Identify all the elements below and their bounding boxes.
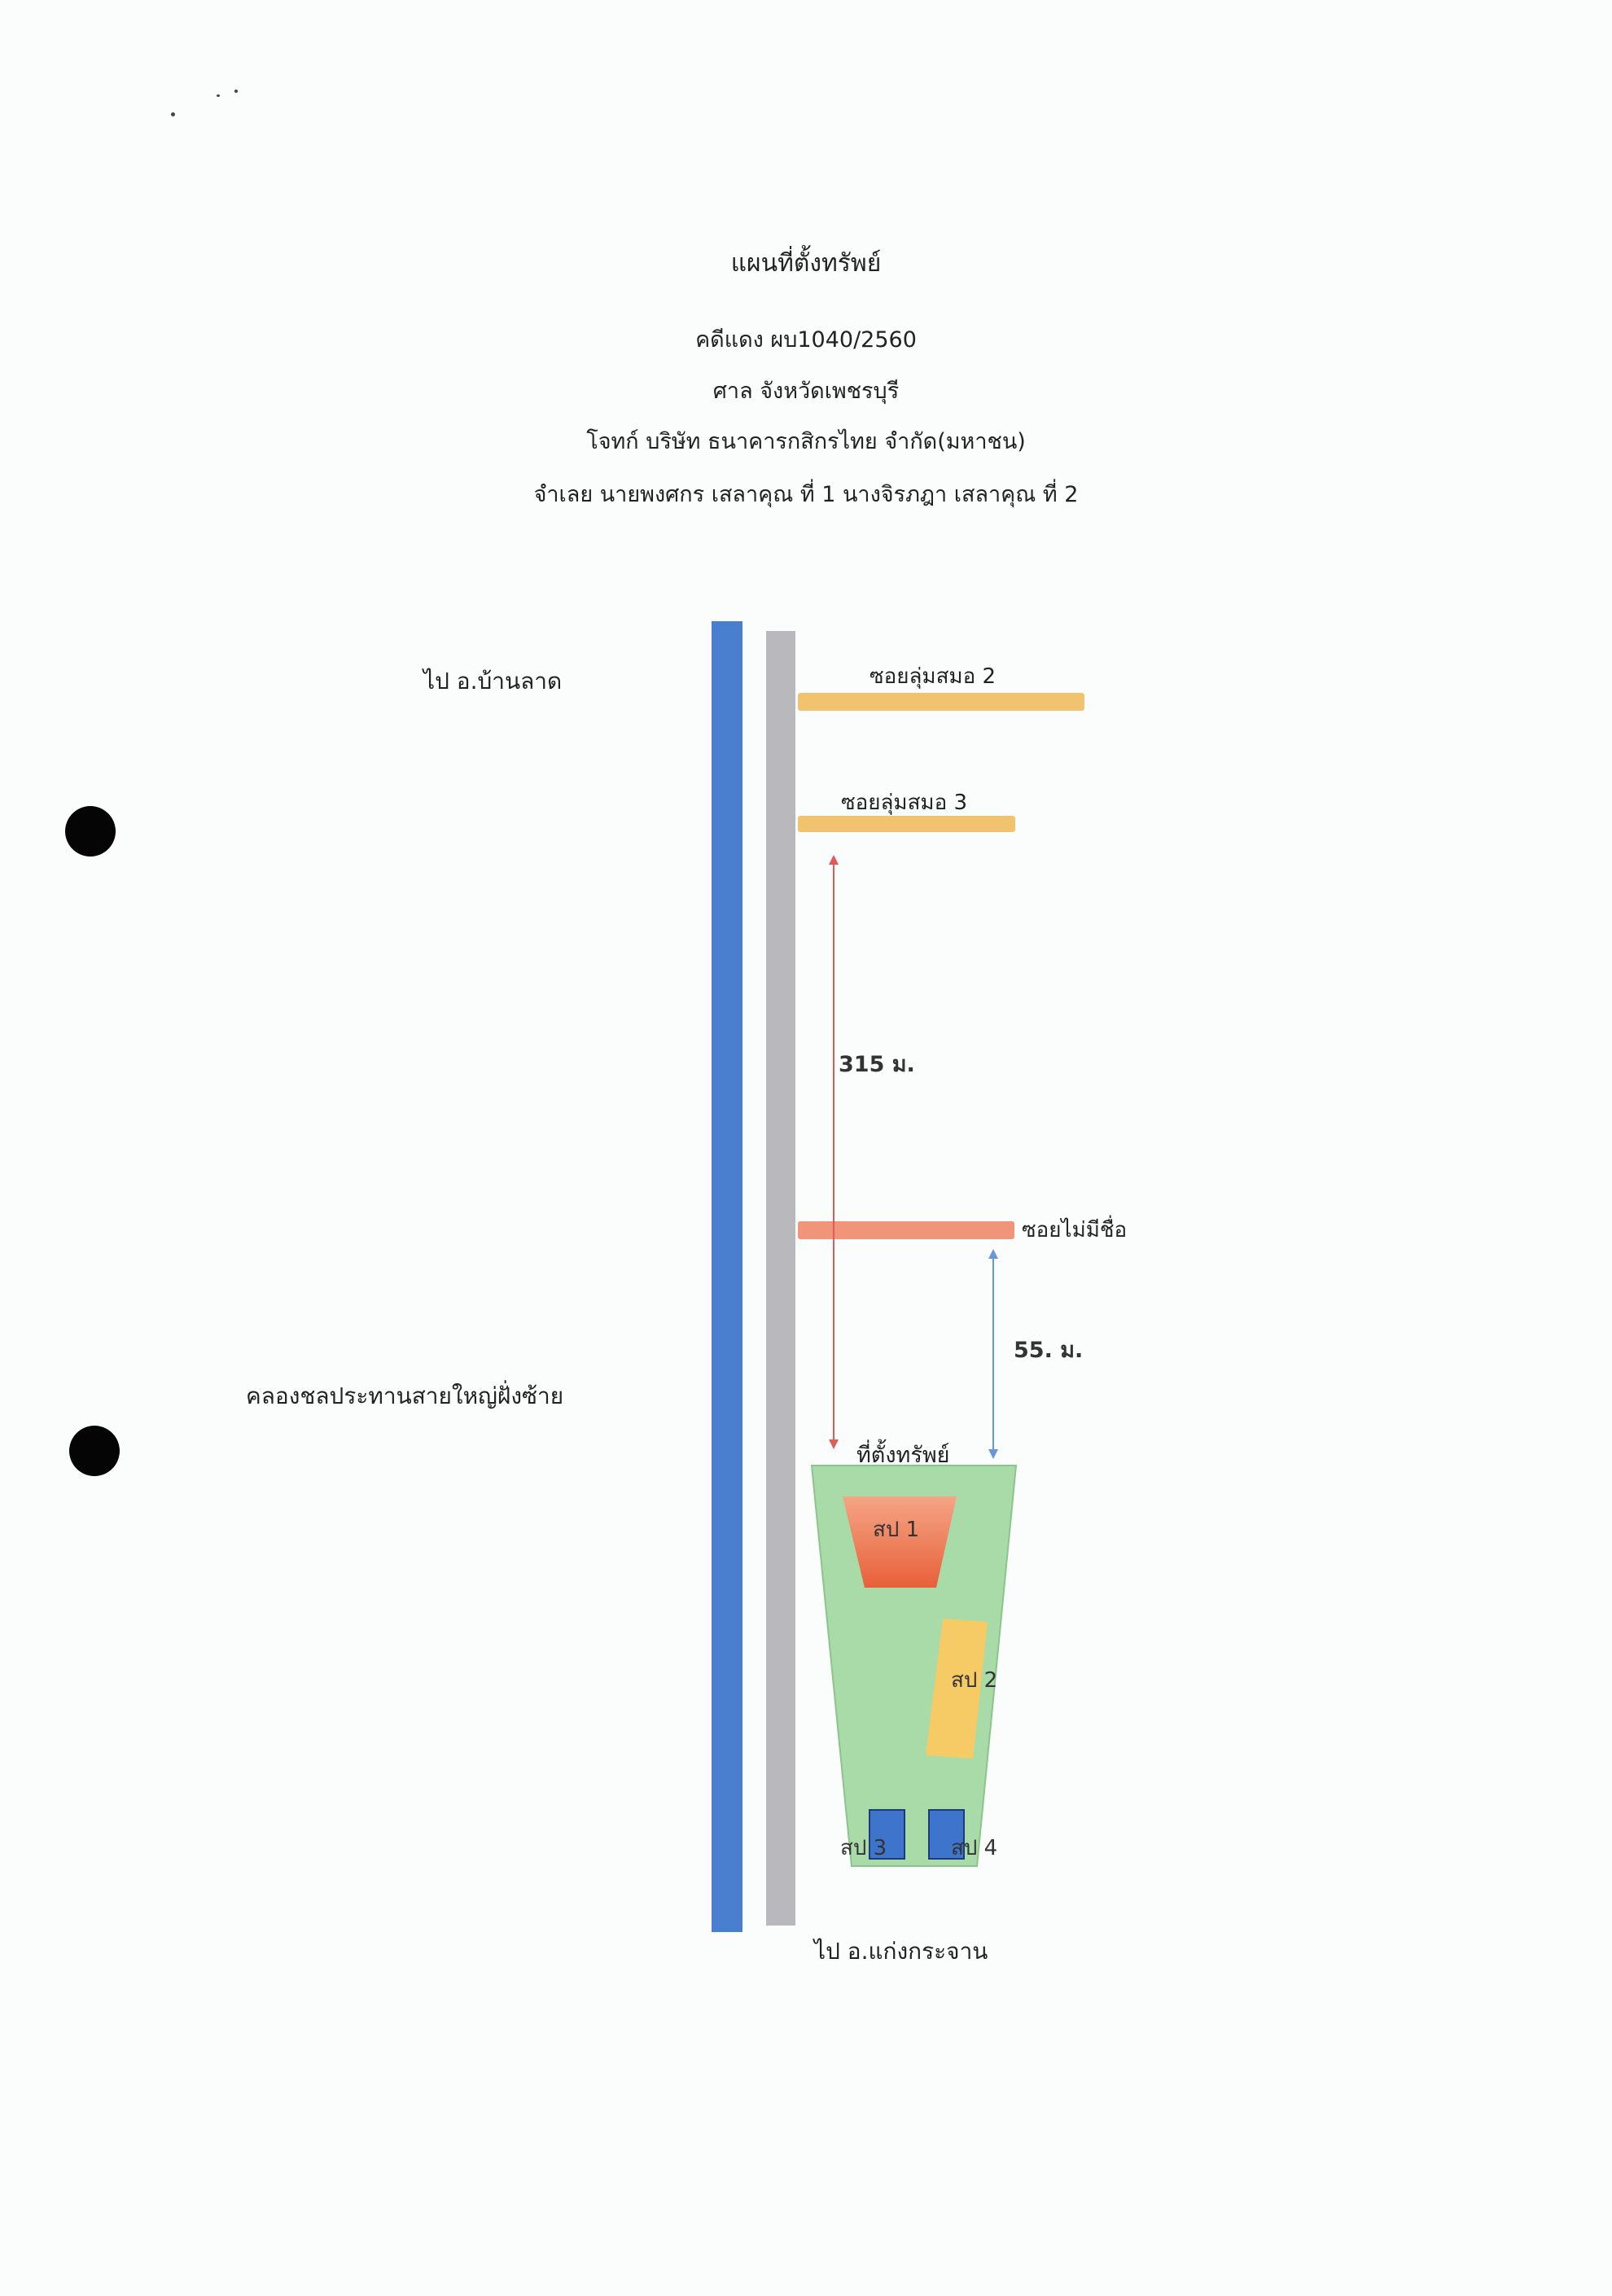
building-2-label: สป 2 — [951, 1668, 998, 1693]
page-title: แผนที่ตั้งทรัพย์ — [730, 249, 882, 278]
building-3-label: สป 3 — [840, 1836, 887, 1860]
soi-unnamed — [798, 1221, 1014, 1239]
court-name: ศาล จังหวัดเพชรบุรี — [712, 379, 900, 404]
soi-lum-samo-3 — [798, 816, 1015, 832]
direction-south-label: ไป อ.แก่งกระจาน — [814, 1938, 988, 1965]
building-4-label: สป 4 — [951, 1836, 998, 1860]
soi-lum-samo-2-label: ซอยลุ่มสมอ 2 — [870, 664, 996, 689]
soi-lum-samo-2 — [798, 693, 1084, 711]
scan-speck — [234, 90, 238, 93]
property-label: ที่ตั้งทรัพย์ — [856, 1443, 950, 1468]
distance-55-label: 55. ม. — [1014, 1338, 1084, 1363]
plaintiff-line: โจทก์ บริษัท ธนาคารกสิกรไทย จำกัด(มหาชน) — [586, 429, 1026, 454]
scan-speck — [171, 112, 175, 116]
canal-label: คลองชลประทานสายใหญ่ฝั่งซ้าย — [246, 1382, 564, 1409]
case-number: คดีแดง ผบ1040/2560 — [695, 327, 917, 353]
scan-speck — [217, 94, 220, 97]
building-2 — [926, 1619, 988, 1759]
building-3 — [869, 1809, 905, 1860]
building-1 — [843, 1496, 957, 1588]
building-1-label: สป 1 — [873, 1518, 920, 1542]
punch-hole-top — [65, 806, 116, 857]
soi-unnamed-label: ซอยไม่มีชื่อ — [1022, 1218, 1128, 1242]
canal — [712, 621, 742, 1932]
soi-lum-samo-3-label: ซอยลุ่มสมอ 3 — [841, 791, 967, 815]
main-road — [766, 631, 795, 1926]
building-4 — [928, 1809, 965, 1860]
punch-hole-bottom — [69, 1426, 120, 1476]
direction-north-label: ไป อ.บ้านลาด — [423, 668, 563, 694]
distance-315-label: 315 ม. — [839, 1052, 915, 1077]
defendants-line: จำเลย นายพงศกร เสลาคุณ ที่ 1 นางจิรภฎา เ… — [533, 482, 1079, 507]
